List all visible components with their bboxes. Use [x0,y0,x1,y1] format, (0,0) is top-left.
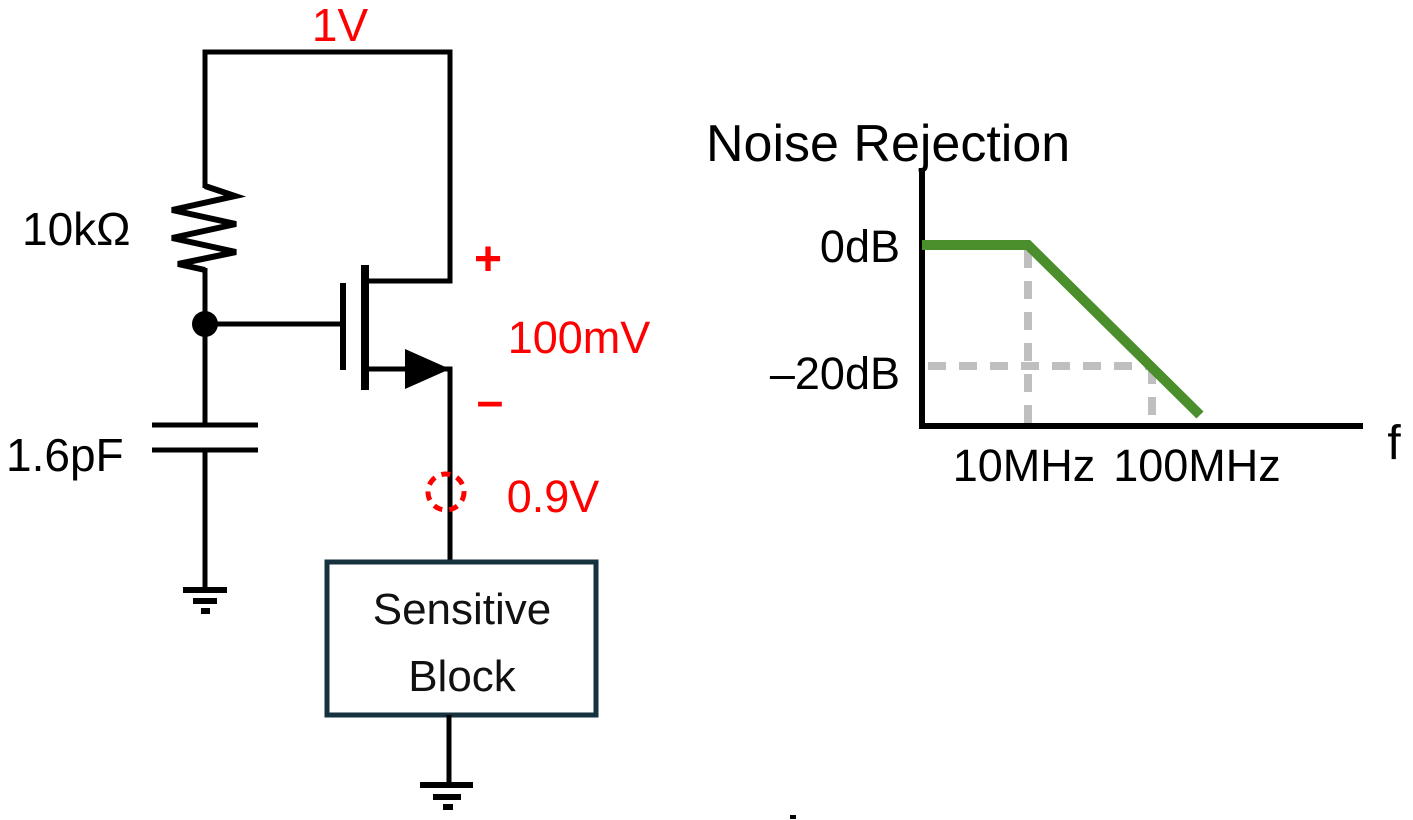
ground-symbol-capacitor [183,587,227,614]
noise-plus-sign: + [473,233,503,286]
ytick-neg20db: –20dB [769,348,900,399]
source-wire [365,366,453,562]
freq-axis-label: f [1387,417,1401,470]
noise-minus-sign: – [476,375,504,428]
resistor-symbol [171,183,247,273]
chart-axes [919,168,1363,429]
resistor-value-label: 10kΩ [22,203,131,255]
mosfet-source-arrow-icon [405,349,450,389]
ytick-0db: 0dB [819,221,900,272]
xtick-10mhz: 10MHz [952,440,1096,491]
sensitive-block-label-line2: Block [408,652,516,701]
supply-voltage-label: 1V [311,0,369,51]
chart-title: Noise Rejection [706,115,1071,173]
xtick-100mhz: 100MHz [1113,440,1281,491]
sensitive-block-label-line1: Sensitive [372,585,552,634]
supply-rail-wire [202,49,453,284]
ground-symbol-block [420,782,473,810]
node-voltage-label: 0.9V [506,471,600,522]
probe-node-circle-icon [425,471,467,513]
sensitive-block-box [324,559,599,718]
noise-rejection-curve [922,240,1204,419]
stray-mark [790,815,796,819]
noise-amplitude-label: 100mV [507,312,651,363]
capacitor-value-label: 1.6pF [6,429,124,481]
